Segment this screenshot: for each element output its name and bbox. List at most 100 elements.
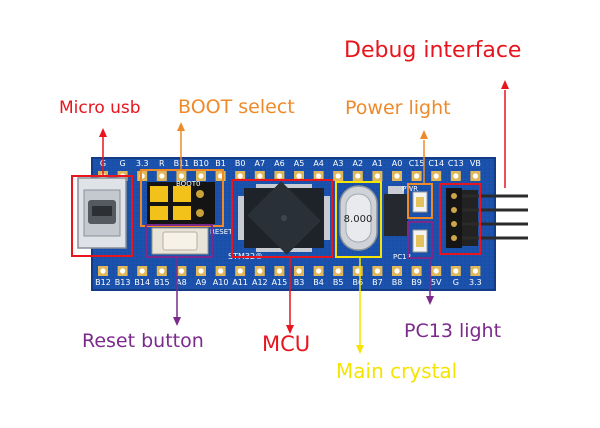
bottom-pin-label: B8 bbox=[392, 278, 403, 287]
header-pad-hole bbox=[218, 268, 224, 274]
bottom-pin-label: B13 bbox=[115, 278, 131, 287]
header-pad-hole bbox=[453, 268, 459, 274]
bottom-pin-label: B6 bbox=[353, 278, 364, 287]
header-pad-hole bbox=[296, 268, 302, 274]
top-pin-label: A7 bbox=[255, 159, 266, 168]
header-pad-hole bbox=[276, 173, 282, 179]
top-pin-label: A6 bbox=[274, 159, 285, 168]
top-pin-label: A3 bbox=[333, 159, 344, 168]
header-pad-hole bbox=[198, 173, 204, 179]
header-pad-hole bbox=[433, 173, 439, 179]
pc13-led: PC13 bbox=[393, 229, 428, 261]
header-pad-hole bbox=[218, 173, 224, 179]
power-light-label: Power light bbox=[345, 97, 451, 119]
top-pin-label: 3.3 bbox=[136, 159, 149, 168]
header-pad-hole bbox=[159, 268, 165, 274]
top-pin-label: A4 bbox=[313, 159, 324, 168]
bottom-pin-label: 5V bbox=[431, 278, 442, 287]
debug-interface-arrow bbox=[501, 80, 509, 188]
bottom-pin-label: A11 bbox=[232, 278, 248, 287]
mcu-chip: STM32® bbox=[228, 181, 330, 261]
main-crystal-highlight bbox=[335, 181, 382, 258]
bottom-pin-label: A8 bbox=[176, 278, 187, 287]
header-pad-hole bbox=[374, 173, 380, 179]
debug-interface-label: Debug interface bbox=[344, 38, 522, 63]
header-pad-hole bbox=[394, 268, 400, 274]
debug-header bbox=[446, 188, 528, 248]
header-pad-hole bbox=[335, 268, 341, 274]
top-pin-label: B10 bbox=[193, 159, 209, 168]
top-pin-label: C15 bbox=[409, 159, 425, 168]
main-crystal-arrow bbox=[356, 257, 364, 354]
main-crystal-label: Main crystal bbox=[336, 359, 458, 383]
boot-select-arrow bbox=[177, 122, 185, 170]
pc13-light-label: PC13 light bbox=[404, 320, 502, 342]
boot-jumpers: BOOT0 bbox=[147, 180, 215, 224]
header-pad-hole bbox=[414, 173, 420, 179]
silk-reset-label: RESET bbox=[210, 228, 233, 236]
micro-usb-arrow bbox=[99, 128, 107, 176]
bottom-pin-label: A10 bbox=[213, 278, 229, 287]
top-pin-label: B1 bbox=[215, 159, 226, 168]
header-pad-hole bbox=[472, 173, 478, 179]
header-pad-hole bbox=[335, 173, 341, 179]
top-pin-label: G bbox=[119, 159, 125, 168]
power-light-arrow bbox=[420, 130, 428, 184]
top-pin-label: A1 bbox=[372, 159, 383, 168]
bottom-pin-label: B4 bbox=[313, 278, 324, 287]
header-pad-hole bbox=[414, 268, 420, 274]
header-pad-hole bbox=[159, 173, 165, 179]
crystal-value: 8.000 bbox=[344, 214, 373, 225]
header-pad-hole bbox=[296, 173, 302, 179]
bottom-pin-label: A9 bbox=[196, 278, 207, 287]
top-pin-label: B0 bbox=[235, 159, 246, 168]
bottom-pin-label: A15 bbox=[272, 278, 288, 287]
header-pad-hole bbox=[139, 268, 145, 274]
power-led: PWR bbox=[402, 185, 428, 213]
bottom-pin-label: B14 bbox=[134, 278, 150, 287]
power-light-highlight bbox=[407, 183, 433, 219]
bottom-pin-label: 3.3 bbox=[469, 278, 482, 287]
header-pad-hole bbox=[316, 268, 322, 274]
header-pad-hole bbox=[257, 268, 263, 274]
header-pad-hole bbox=[355, 173, 361, 179]
bottom-pin-label: A12 bbox=[252, 278, 268, 287]
reset-button-highlight bbox=[145, 224, 213, 258]
voltage-regulator bbox=[384, 186, 408, 236]
header-pad-hole bbox=[178, 268, 184, 274]
mcu-label: MCU bbox=[262, 332, 311, 356]
debug-interface-highlight bbox=[439, 183, 481, 255]
crystal-part: 8.000 bbox=[339, 185, 378, 251]
bottom-pin-label: B7 bbox=[372, 278, 383, 287]
pc13-light-arrow bbox=[426, 258, 434, 305]
reset-button-label: Reset button bbox=[82, 330, 204, 352]
mcu-highlight bbox=[231, 179, 333, 258]
mcu-arrow bbox=[286, 257, 294, 334]
header-pad-hole bbox=[237, 173, 243, 179]
bottom-header-pads bbox=[98, 266, 481, 276]
top-pin-label: A5 bbox=[294, 159, 305, 168]
header-pad-hole bbox=[355, 268, 361, 274]
header-pad-hole bbox=[453, 173, 459, 179]
micro-usb-connector bbox=[77, 177, 127, 249]
silk-boot-label: BOOT0 bbox=[176, 180, 200, 188]
header-pad-hole bbox=[316, 173, 322, 179]
header-pad-hole bbox=[433, 268, 439, 274]
micro-usb-label: Micro usb bbox=[59, 98, 141, 118]
silk-pc13-label: PC13 bbox=[393, 253, 411, 261]
pc13-light-highlight bbox=[407, 221, 433, 259]
top-pin-label: A0 bbox=[392, 159, 403, 168]
header-pad-hole bbox=[237, 268, 243, 274]
bottom-pin-label: B5 bbox=[333, 278, 344, 287]
top-pin-label: C13 bbox=[448, 159, 464, 168]
header-pad-hole bbox=[120, 268, 126, 274]
bottom-pin-label: B3 bbox=[294, 278, 305, 287]
bottom-pin-label: B15 bbox=[154, 278, 170, 287]
header-pad-hole bbox=[198, 268, 204, 274]
reset-button-part: RESET bbox=[151, 227, 233, 255]
header-pad-hole bbox=[178, 173, 184, 179]
top-pin-label: C14 bbox=[428, 159, 444, 168]
header-pad-hole bbox=[100, 268, 106, 274]
bottom-pin-label: G bbox=[453, 278, 459, 287]
